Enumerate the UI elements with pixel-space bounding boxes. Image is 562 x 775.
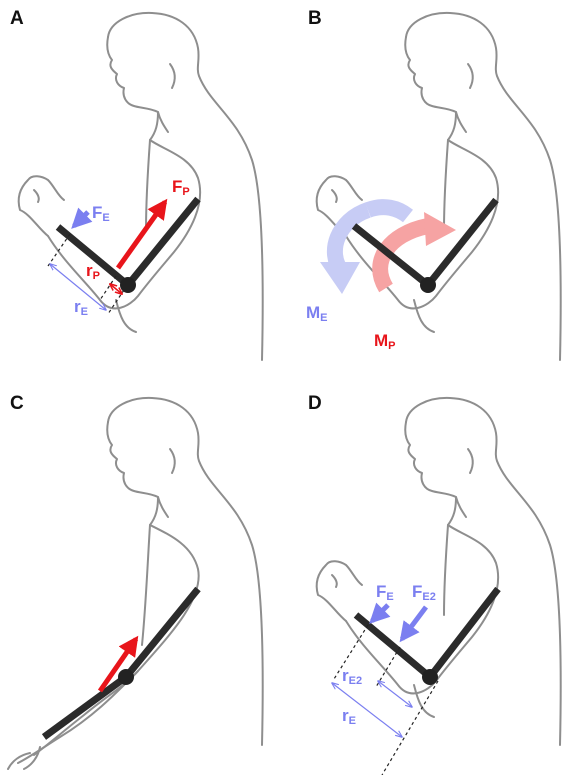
elbow-joint [422, 669, 438, 685]
effort-force-label: FE [92, 203, 110, 224]
panel-letter-a: A [10, 8, 24, 29]
forearm-bone [44, 677, 126, 737]
elbow-joint [120, 277, 136, 293]
muscle-force-label: FP [172, 177, 190, 198]
torso-outline-a [19, 13, 263, 360]
panel-letter-d: D [308, 393, 322, 414]
effort-arm-label: rE [342, 706, 356, 727]
upper-arm-bone [430, 589, 498, 677]
panel-a: A FP FE rP rE [10, 8, 263, 360]
effort-force-1-label: FE [376, 582, 394, 603]
elbow-joint [420, 277, 436, 293]
effort-moment-label: ME [306, 303, 328, 324]
panel-letter-b: B [308, 8, 322, 29]
effort-arm-label: rE [74, 297, 88, 318]
torso-outline-b [317, 13, 561, 360]
effort-force-arrow-1 [372, 605, 388, 621]
effort-arm-2-arrow [378, 681, 412, 707]
upper-arm-bone [428, 200, 496, 285]
effort-moment-arrowhead [320, 262, 360, 294]
muscle-moment-arrowhead [424, 212, 456, 246]
panel-b: B ME MP [306, 8, 561, 360]
muscle-moment-label: MP [374, 331, 396, 352]
torso-outline-c [8, 398, 263, 769]
effort-force-arrow-2 [402, 607, 426, 639]
panel-d: D FE FE2 rE2 rE [308, 393, 561, 775]
effort-force-arrow [74, 212, 88, 226]
elbow-joint [118, 669, 134, 685]
forearm-bone [356, 615, 430, 677]
panel-letter-c: C [10, 393, 24, 414]
effort-force-2-label: FE2 [412, 582, 436, 603]
torso-outline-d [317, 398, 561, 745]
panel-c: C [8, 393, 263, 769]
upper-arm-bone [126, 589, 198, 677]
muscle-force-arrow [118, 202, 165, 268]
effort-arm-2-label: rE2 [342, 666, 362, 687]
